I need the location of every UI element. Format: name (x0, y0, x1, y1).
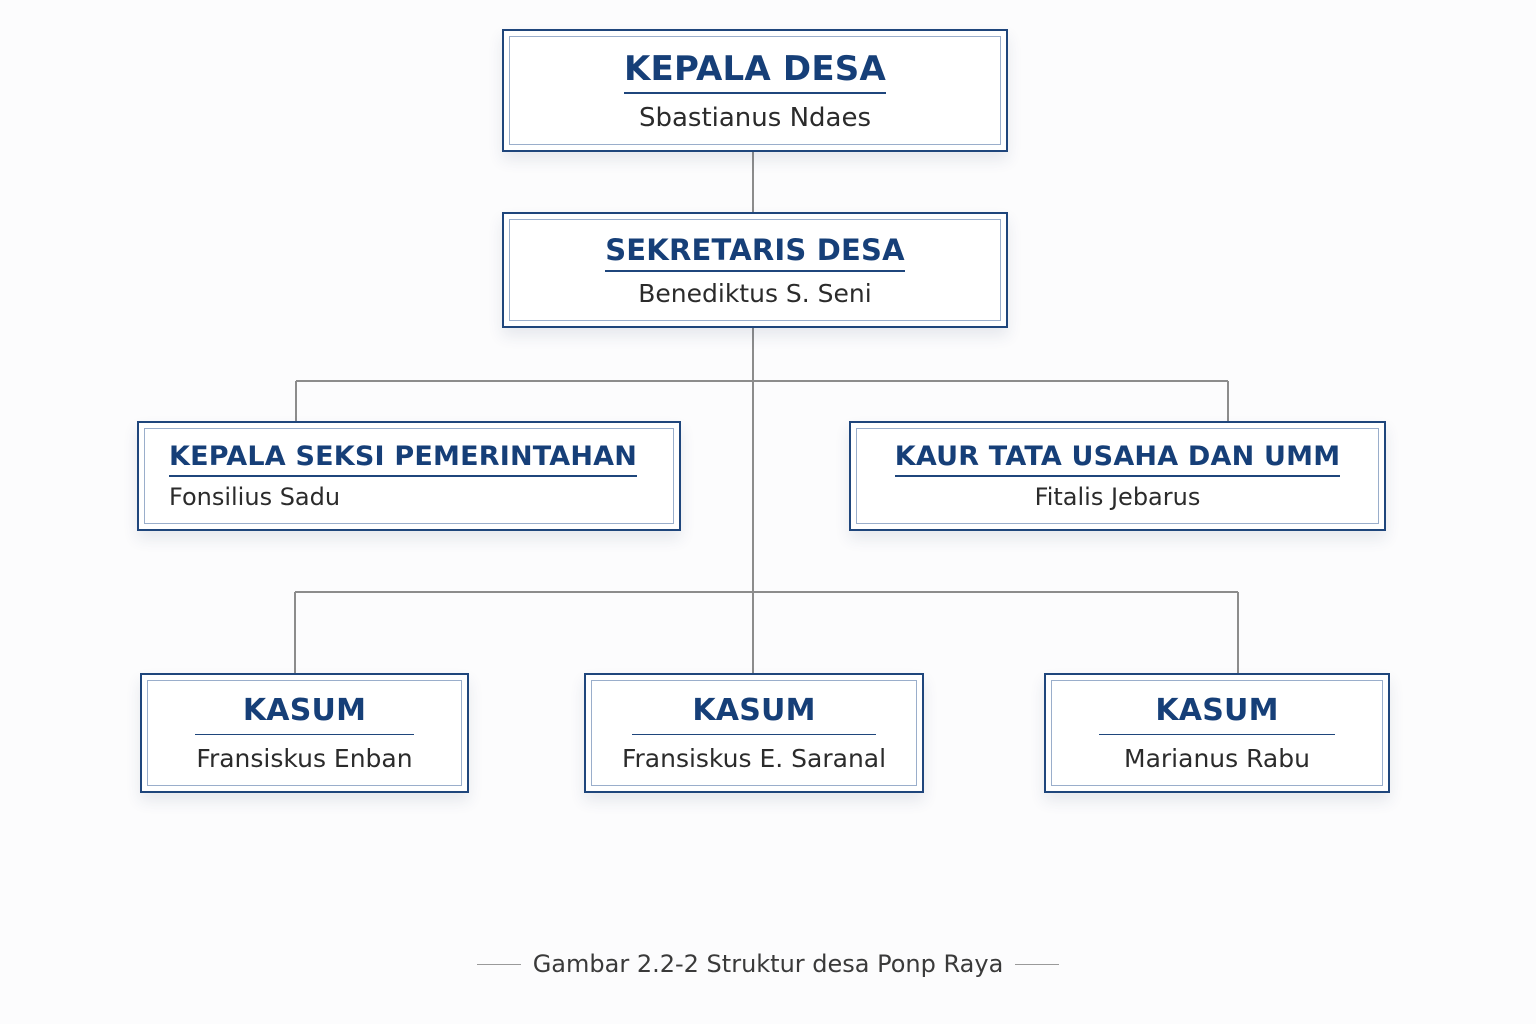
node-title: KEPALA DESA (624, 49, 886, 94)
node-kepala-desa: KEPALA DESA Sbastianus Ndaes (502, 29, 1008, 152)
node-title: SEKRETARIS DESA (605, 233, 905, 272)
node-name: Sbastianus Ndaes (638, 102, 872, 133)
node-name: Fonsilius Sadu (169, 483, 341, 511)
node-kepala-seksi-pemerintahan: KEPALA SEKSI PEMERINTAHAN Fonsilius Sadu (137, 421, 681, 531)
node-title: KASUM (632, 693, 876, 735)
node-name: Marianus Rabu (1124, 744, 1310, 773)
node-title: KEPALA SEKSI PEMERINTAHAN (169, 441, 638, 477)
figure-caption: Gambar 2.2-2 Struktur desa Ponp Raya (0, 950, 1536, 978)
node-name: Fransiskus E. Saranal (621, 744, 887, 773)
caption-rule-left (476, 963, 521, 965)
caption-rule-right (1015, 963, 1060, 965)
node-kasum-2: KASUM Fransiskus E. Saranal (584, 673, 924, 793)
node-kasum-3: KASUM Marianus Rabu (1044, 673, 1390, 793)
node-name: Fransiskus Enban (196, 744, 413, 773)
node-title: KAUR TATA USAHA DAN UMM (894, 441, 1341, 477)
node-kaur-tata-usaha: KAUR TATA USAHA DAN UMM Fitalis Jebarus (849, 421, 1386, 531)
node-sekretaris-desa: SEKRETARIS DESA Benediktus S. Seni (502, 212, 1008, 328)
node-title: KASUM (194, 693, 415, 735)
node-kasum-1: KASUM Fransiskus Enban (140, 673, 469, 793)
node-name: Fitalis Jebarus (1034, 483, 1201, 511)
caption-text: Gambar 2.2-2 Struktur desa Ponp Raya (532, 950, 1004, 978)
node-title: KASUM (1099, 693, 1335, 735)
node-name: Benediktus S. Seni (638, 278, 872, 308)
